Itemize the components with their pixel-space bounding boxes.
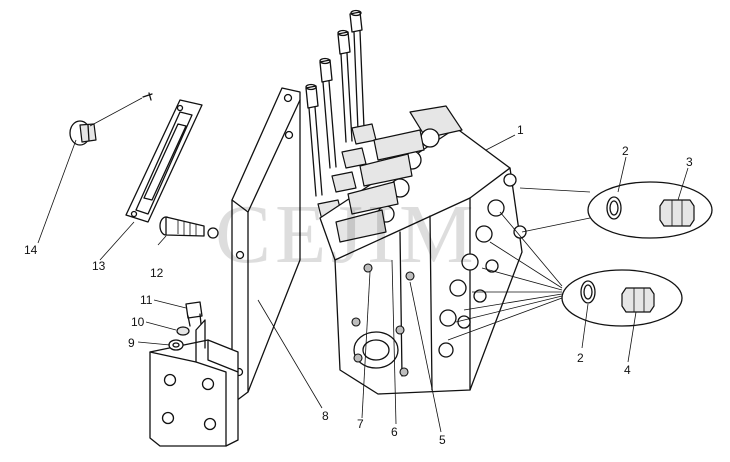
bolt-washers	[168, 301, 203, 351]
callout-13: 13	[92, 259, 106, 273]
callout-9: 9	[128, 336, 135, 350]
callout-leaders	[37, 97, 689, 433]
detail-bubble-bottom	[447, 211, 683, 341]
gasket-plate	[125, 99, 203, 223]
mounting-bracket	[149, 87, 301, 447]
callout-14: 14	[24, 243, 38, 257]
small-screw	[142, 92, 153, 101]
bolt-part	[159, 216, 219, 239]
valve-levers	[305, 9, 377, 221]
callout-8: 8	[322, 409, 329, 423]
callout-2-bottom: 2	[577, 351, 584, 365]
callout-12: 12	[150, 266, 164, 280]
callout-11: 11	[140, 293, 153, 307]
callout-1: 1	[517, 123, 524, 137]
detail-bubble-top	[519, 181, 713, 239]
callout-10: 10	[131, 315, 145, 329]
callout-7: 7	[357, 417, 364, 431]
callout-4: 4	[624, 363, 631, 377]
plug-part	[69, 120, 97, 146]
valve-body	[319, 105, 527, 395]
callout-6: 6	[391, 425, 398, 439]
callout-5: 5	[439, 433, 446, 447]
watermark-text: CEJIM	[215, 188, 478, 281]
callout-2-top: 2	[622, 144, 629, 158]
callout-3: 3	[686, 155, 693, 169]
